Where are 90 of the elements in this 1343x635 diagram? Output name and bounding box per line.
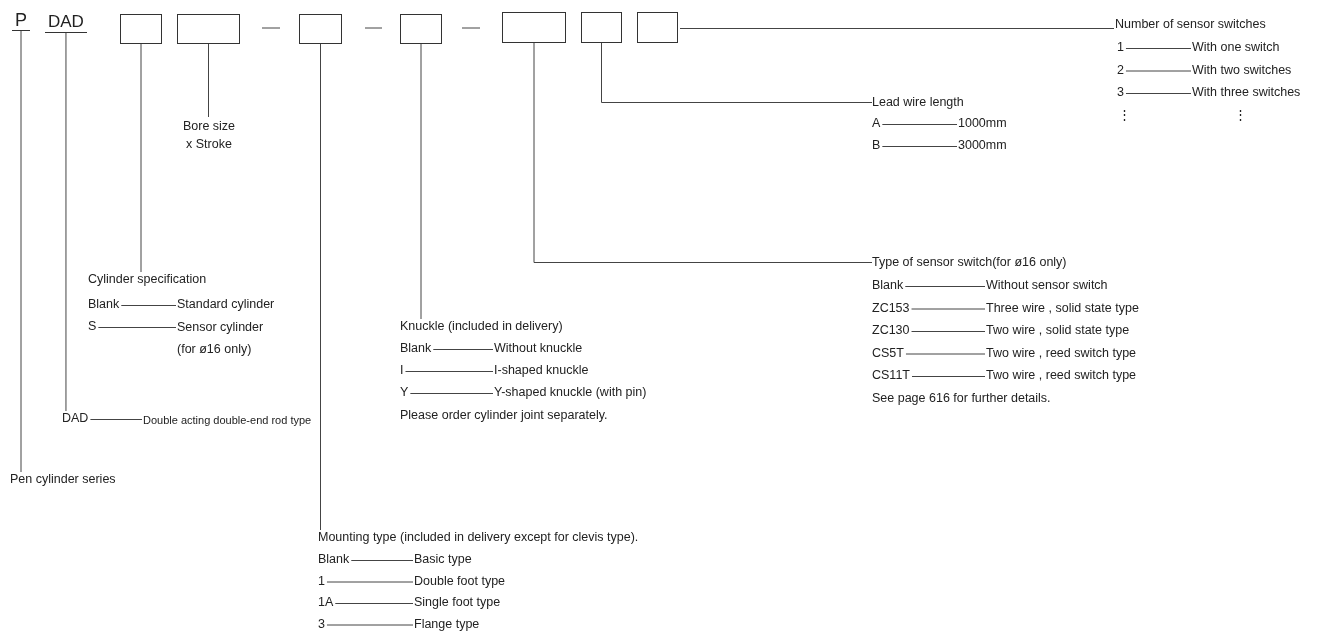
option-code: 1 [318,573,325,589]
option-description: With three switches [1192,85,1301,100]
leader-line [905,353,986,355]
leader-line [65,32,67,412]
option-code: 1 [1117,40,1124,55]
option-description: Flange type [414,616,480,632]
leader-line [904,286,986,287]
option-code: 3 [1117,85,1124,100]
leader-line [420,43,422,320]
leader-line [405,371,494,372]
leader-line [1125,70,1192,72]
code-box [637,12,678,43]
section-heading: Bore size x Stroke [180,117,238,153]
option-code: ZC130 [872,323,910,338]
option-description: Two wire , reed switch type [986,345,1137,361]
leader-line [911,308,986,310]
leader-line [1125,93,1192,94]
option-description: Sensor cylinder (for ø16 only) [177,316,282,360]
option-code: I [400,363,404,378]
option-description: Two wire , reed switch type [986,368,1137,383]
option-code: CS5T [872,345,904,361]
code-box [177,14,240,44]
option-code: Blank [872,278,904,293]
continuation-mark: ⋮ [1234,108,1247,123]
option-code: Blank [400,341,432,356]
leader-line [320,43,321,531]
series-caption: Pen cylinder series [10,472,116,487]
option-code: Blank [88,297,120,312]
option-description: Y-shaped knuckle (with pin) [494,385,647,400]
option-code: A [872,116,881,131]
section-heading: Knuckle (included in delivery) [400,319,563,334]
note-text: See page 616 for further details. [872,391,1051,406]
code-box [120,14,162,44]
option-code: Y [400,385,409,400]
option-description: Without sensor switch [986,278,1108,293]
leader-line [409,393,494,394]
option-code: DAD [62,411,89,426]
leader-line [326,581,414,583]
leader-line [350,560,414,561]
leader-line [881,124,958,125]
section-heading: Number of sensor switches [1115,17,1266,32]
code-letter: P [12,10,30,31]
option-code: 3 [318,616,325,632]
option-description: With two switches [1192,62,1292,78]
leader-line [881,146,958,147]
leader-line [601,42,873,103]
option-description: 1000mm [958,116,1007,131]
option-description: With one switch [1192,40,1280,55]
continuation-mark: ⋮ [1118,108,1131,123]
code-box [581,12,622,43]
option-description: Without knuckle [494,341,583,356]
leader-line [679,28,1115,29]
section-heading: Lead wire length [872,95,964,110]
note-text: Please order cylinder joint separately. [400,408,608,423]
option-description: Single foot type [414,595,501,610]
option-description: Double acting double-end rod type [143,413,312,428]
leader-line [326,624,414,626]
option-description: Standard cylinder [177,297,275,312]
option-code: B [872,138,881,153]
option-description: Double foot type [414,573,506,589]
option-description: Basic type [414,552,472,567]
option-description: Three wire , solid state type [986,300,1139,316]
leader-line [20,30,22,473]
leader-line [89,419,143,420]
code-box [502,12,566,43]
option-code: CS11T [872,368,910,383]
option-description: Two wire , solid state type [986,323,1130,338]
leader-line [334,603,414,604]
section-heading: Mounting type (included in delivery except for clevis type). [318,530,639,545]
leader-line [97,327,177,328]
leader-line [1125,48,1192,49]
option-code: Blank [318,552,350,567]
option-description: 3000mm [958,138,1007,153]
option-code: 2 [1117,62,1124,78]
option-code: 1A [318,595,334,610]
leader-line [432,349,494,350]
code-letters: DAD [45,12,87,33]
option-description: I-shaped knuckle [494,363,589,378]
code-box [299,14,342,44]
leader-line [120,305,177,306]
option-code: S [88,319,97,334]
leader-line [533,42,873,263]
option-code: ZC153 [872,300,910,316]
leader-line [911,376,986,377]
leader-line [140,43,142,273]
section-heading: Cylinder specification [88,272,207,287]
section-heading: Type of sensor switch(for ø16 only) [872,255,1067,270]
code-box [400,14,442,44]
leader-line [208,43,209,118]
leader-line [911,331,986,332]
